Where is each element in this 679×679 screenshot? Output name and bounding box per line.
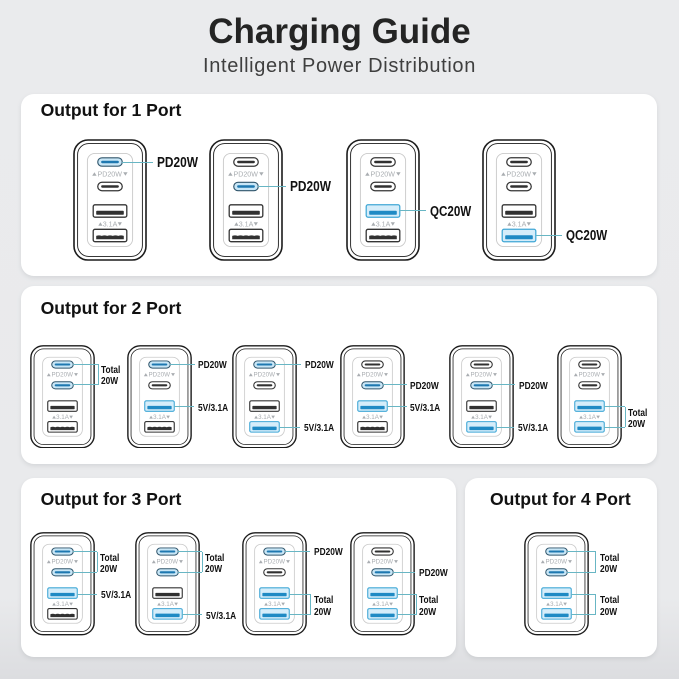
svg-text:3.1A: 3.1A — [258, 414, 272, 421]
svg-text:PD20W: PD20W — [578, 371, 600, 378]
svg-text:3.1A: 3.1A — [239, 220, 254, 228]
svg-text:PD20W: PD20W — [97, 170, 122, 178]
svg-text:PD20W: PD20W — [506, 170, 531, 178]
svg-text:3.1A: 3.1A — [268, 601, 282, 608]
svg-text:3.1A: 3.1A — [583, 414, 597, 421]
svg-text:3.1A: 3.1A — [366, 414, 380, 421]
svg-text:PD20W: PD20W — [263, 559, 285, 566]
svg-text:3.1A: 3.1A — [56, 414, 70, 421]
svg-text:3.1A: 3.1A — [375, 220, 390, 228]
svg-text:3.1A: 3.1A — [153, 414, 167, 421]
svg-text:3.1A: 3.1A — [475, 414, 489, 421]
svg-text:3.1A: 3.1A — [56, 601, 70, 608]
svg-text:PD20W: PD20W — [51, 371, 73, 378]
svg-text:PD20W: PD20W — [233, 170, 258, 178]
svg-text:PD20W: PD20W — [545, 559, 567, 566]
svg-text:PD20W: PD20W — [253, 371, 275, 378]
svg-text:PD20W: PD20W — [361, 371, 383, 378]
svg-text:3.1A: 3.1A — [550, 601, 564, 608]
svg-text:3.1A: 3.1A — [512, 220, 527, 228]
svg-text:3.1A: 3.1A — [376, 601, 390, 608]
svg-text:PD20W: PD20W — [470, 371, 492, 378]
svg-text:3.1A: 3.1A — [161, 601, 175, 608]
svg-text:PD20W: PD20W — [52, 559, 74, 566]
svg-text:PD20W: PD20W — [370, 170, 395, 178]
svg-text:PD20W: PD20W — [157, 559, 179, 566]
svg-text:3.1A: 3.1A — [103, 220, 118, 228]
svg-text:PD20W: PD20W — [371, 559, 393, 566]
svg-text:PD20W: PD20W — [148, 371, 170, 378]
